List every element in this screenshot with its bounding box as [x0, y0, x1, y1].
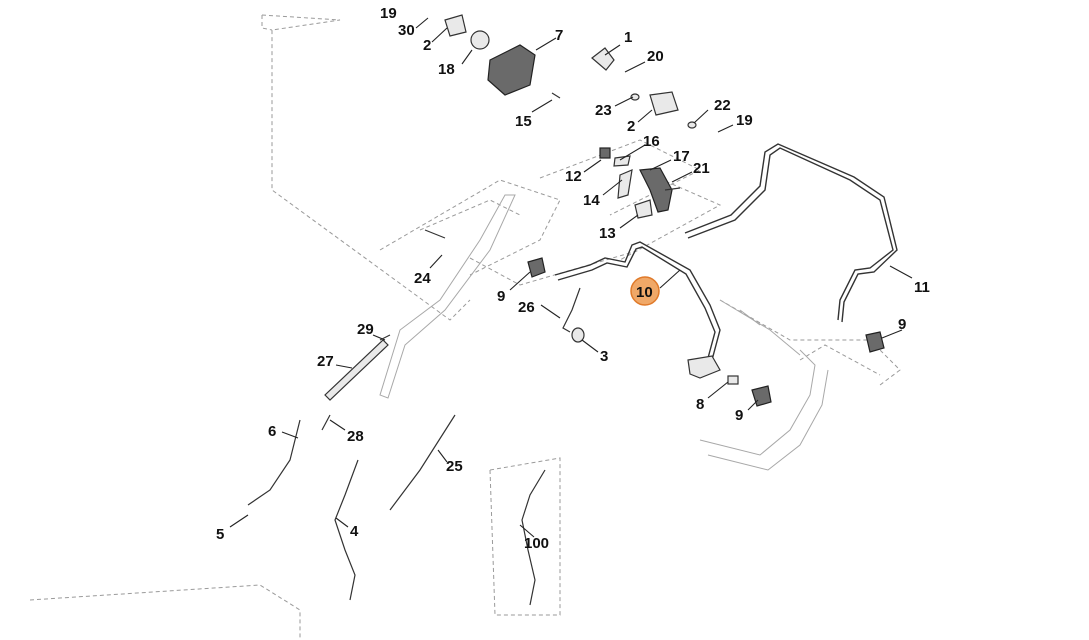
- highlight-circle-10[interactable]: [630, 276, 660, 306]
- callout-9-left[interactable]: 9: [497, 288, 505, 305]
- part-3[interactable]: [571, 327, 585, 343]
- cable-100[interactable]: [521, 469, 546, 606]
- part-17[interactable]: [639, 167, 673, 213]
- callout-2-mid[interactable]: 2: [627, 118, 635, 135]
- callout-11[interactable]: 11: [914, 279, 930, 296]
- part-2b[interactable]: [649, 91, 679, 116]
- cable-4[interactable]: [334, 459, 359, 601]
- part-8[interactable]: [727, 375, 739, 385]
- callout-24[interactable]: 24: [414, 270, 431, 287]
- callout-9-bottom[interactable]: 9: [735, 407, 743, 424]
- part-22[interactable]: [687, 121, 697, 129]
- callout-4[interactable]: 4: [350, 523, 359, 540]
- leader-lines: [229, 17, 913, 538]
- callout-26[interactable]: 26: [518, 299, 535, 316]
- bail-bar-10[interactable]: [554, 241, 721, 379]
- callout-19-top[interactable]: 19: [380, 5, 397, 22]
- callout-16[interactable]: 16: [643, 133, 660, 150]
- callout-3[interactable]: 3: [600, 348, 608, 365]
- callout-25[interactable]: 25: [446, 458, 463, 475]
- part-9c[interactable]: [865, 331, 885, 353]
- part-27[interactable]: [324, 339, 389, 401]
- callout-30[interactable]: 30: [398, 22, 415, 39]
- callout-27[interactable]: 27: [317, 353, 334, 370]
- callout-8[interactable]: 8: [696, 396, 704, 413]
- part-21[interactable]: [664, 187, 681, 191]
- callout-28[interactable]: 28: [347, 428, 364, 445]
- part-15[interactable]: [551, 92, 561, 99]
- callout-1[interactable]: 1: [624, 29, 632, 46]
- callout-14[interactable]: 14: [583, 192, 600, 209]
- callout-17[interactable]: 17: [673, 148, 690, 165]
- callout-19-right[interactable]: 19: [736, 112, 753, 129]
- part-18[interactable]: [470, 30, 490, 50]
- cable-6-5[interactable]: [247, 419, 301, 506]
- part-28[interactable]: [321, 414, 331, 431]
- part-14[interactable]: [617, 169, 633, 199]
- cable-25[interactable]: [389, 414, 456, 511]
- part-7[interactable]: [487, 44, 536, 96]
- callout-12[interactable]: 12: [565, 168, 582, 185]
- part-2a[interactable]: [444, 14, 467, 37]
- part-24[interactable]: [424, 229, 446, 239]
- part-23[interactable]: [630, 93, 640, 101]
- callout-9-right[interactable]: 9: [898, 316, 906, 333]
- callout-5[interactable]: 5: [216, 526, 224, 543]
- part-29[interactable]: [379, 334, 391, 341]
- callout-2-top[interactable]: 2: [423, 37, 431, 54]
- part-26[interactable]: [562, 287, 581, 333]
- callout-15[interactable]: 15: [515, 113, 532, 130]
- callout-13[interactable]: 13: [599, 225, 616, 242]
- ghost-frame: [29, 14, 901, 640]
- callout-22[interactable]: 22: [714, 97, 731, 114]
- callout-18[interactable]: 18: [438, 61, 455, 78]
- part-12[interactable]: [599, 147, 611, 159]
- part-16[interactable]: [613, 155, 631, 167]
- callout-29[interactable]: 29: [357, 321, 374, 338]
- callout-10[interactable]: 10: [636, 284, 653, 301]
- callout-21[interactable]: 21: [693, 160, 710, 177]
- part-1[interactable]: [591, 47, 615, 71]
- part-13[interactable]: [634, 199, 653, 219]
- callout-6[interactable]: 6: [268, 423, 276, 440]
- callout-23[interactable]: 23: [595, 102, 612, 119]
- callout-20[interactable]: 20: [647, 48, 664, 65]
- callout-7[interactable]: 7: [555, 27, 563, 44]
- bail-bar-11[interactable]: [684, 143, 898, 323]
- callouts: 19 30 2 18 7 1 20 23 2 22 19 15 16 17 21…: [216, 5, 930, 552]
- part-9a[interactable]: [527, 257, 546, 278]
- callout-100[interactable]: 100: [524, 535, 549, 552]
